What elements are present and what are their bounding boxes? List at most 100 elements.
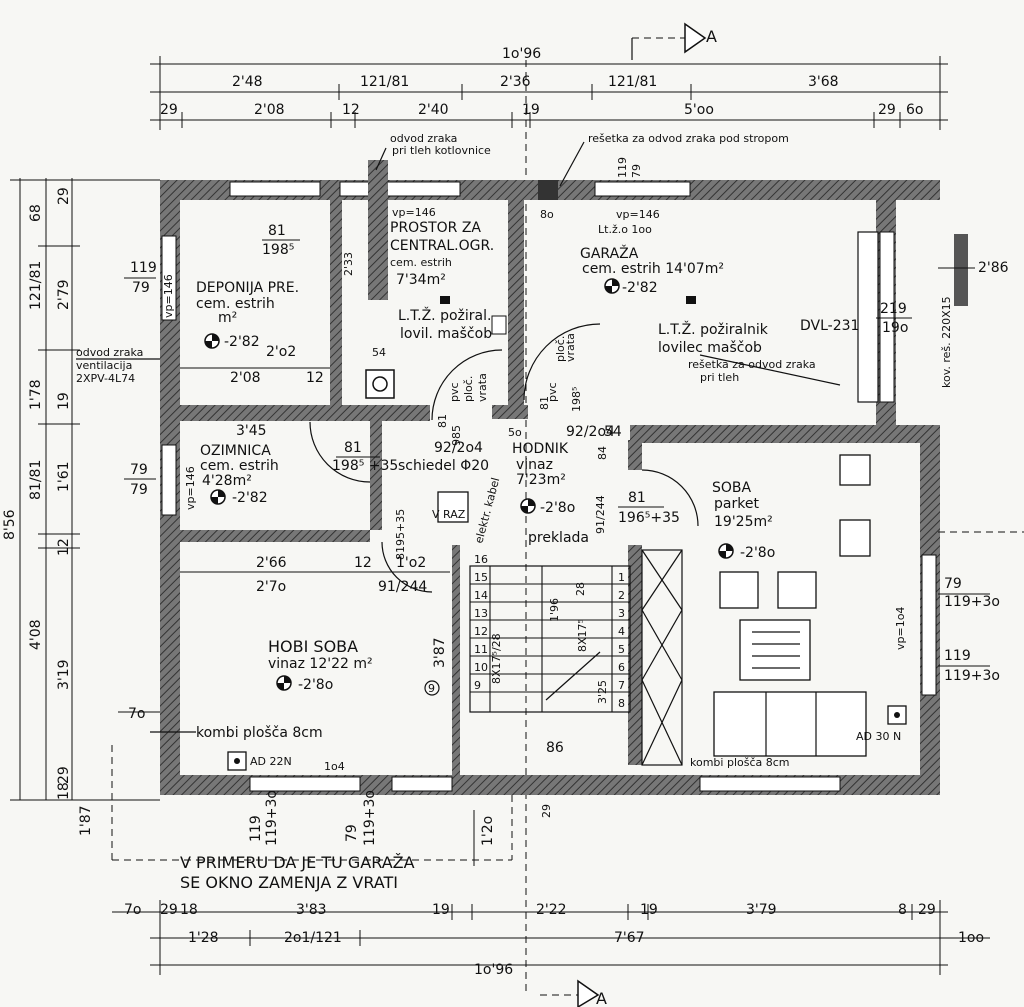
vp: vp=146 [184,466,197,510]
dim-top-1-1: 2'48 [232,74,263,90]
win-h: 79 [130,482,148,498]
dim-84: 84 [596,446,609,460]
stair-spec-4: 1'96 [548,598,561,622]
win-b-4: 119+3o [362,790,378,846]
door1: 92/2o4 [434,440,483,456]
room-name: GARAŽA [580,244,639,262]
step-5: 5 [618,643,625,656]
room-level: -2'82 [622,280,658,296]
ploc-2: ploč. [554,336,567,362]
door4: 196⁵+35 [618,510,680,526]
dim-r-119: 119 [944,648,971,664]
grate-label: rešetka za odvod zraka [688,358,816,371]
dim-79: 79 [630,164,643,178]
dim-left-inner-3: 19 [56,392,72,410]
schiedel: schiedel Φ20 [398,458,489,474]
door2: 92/2o4 [566,424,615,440]
door3: 81 [628,490,646,506]
step-10: 10 [474,661,488,674]
room-area: 7'34m² [396,272,446,288]
stair-spec-6: 3'87 [432,637,448,668]
dim-b1-4: 3'83 [296,902,327,918]
dim-b1-2: 29 [160,902,178,918]
window-h: 79 [132,280,150,296]
v-dim: 91/244 [594,495,607,534]
room-hodnik: HODNIK vinaz 7'23m² -2'8o 92/2o4 92/2o4 … [394,333,699,560]
d985: 985 [450,425,463,446]
step-11: 11 [474,643,488,656]
drain-label-2: lovilec maščob [658,340,762,356]
door-w: 219 [880,301,907,317]
dim-120: 1'2o [480,816,496,846]
dim-b1-7: 19 [640,902,658,918]
room-name: SOBA [712,480,752,496]
room-ozimnica: 3'45 OZIMNICA cem. estrih 4'28m² -2'82 8… [124,421,398,510]
section-label-top: A [706,27,717,46]
boiler [365,369,395,399]
step-6: 6 [618,661,625,674]
room-area: 7'23m² [516,472,566,488]
room-floor: vinaz [516,457,553,473]
dim-50: 5o [508,426,522,439]
dim-left-inner-8: 18 [56,782,72,800]
room-level: -2'8o [740,545,775,561]
top-dimensions: 1o'96 2'48 121/81 2'36 121/81 3'68 29 2'… [150,46,948,130]
room-garaza: GARAŽA cem. estrih 14'07m² -2'82 vp=146 … [523,157,1009,403]
dim-top-overall: 1o'96 [502,46,541,62]
room-floor: vinaz 12'22 m² [268,656,373,672]
section-label-bottom: A [596,989,607,1007]
dim-top-2-7: 29 [878,102,896,118]
door-type: DVL-231 [800,318,859,334]
dim-left-inner-5: 12 [56,538,72,556]
stair-spec-2: 8X17⁵ [576,619,589,652]
step-9: 9 [474,679,481,692]
stair-spec-7: 86 [546,740,564,756]
dim-left-inner-6: 3'19 [56,659,72,690]
kombi: kombi plošča 8cm [196,725,323,741]
dim-left-4: 81/81 [28,460,44,500]
room-floor: cem. estrih [200,458,279,474]
dim-b2-2: 2o1/121 [284,930,342,946]
dim-b2-4: 1oo [958,930,984,946]
resetka: rešetka za odvod zraka pod stropom [588,132,789,145]
dim-left-inner-7: 29 [56,766,72,784]
room-soba: SOBA parket 19'25m² -2'8o AD 30 N kombi … [690,454,1024,769]
d8195: 8195+35 [394,509,407,560]
odvod-vent-2: ventilacija [76,359,132,372]
ltz-label-2: lovil. maščob [400,326,492,342]
width-label-2: 2'08 [230,370,261,386]
win-b-1: 119 [248,815,264,842]
vraz: V RAZ [432,508,466,521]
dim-left-inner-2: 2'79 [56,279,72,310]
room-level: -2'82 [232,490,268,506]
door-width: 81 [268,223,286,239]
room-level: -2'82 [224,334,260,350]
dim-top-2-4: 2'40 [418,102,449,118]
d91: 91/244 [378,579,427,595]
room-name: PROSTOR ZA [390,220,481,236]
ltz-label: L.T.Ž. požiral. [398,306,491,324]
odvod-kot-2: pri tleh kotlovnice [392,144,491,157]
dim-233: 2'33 [342,252,355,276]
step-3: 3 [618,607,625,620]
step-1: 1 [618,571,625,584]
step-12: 12 [474,625,488,638]
dim-b1-1: 7o [124,902,141,918]
dim-top-2-1: 29 [160,102,178,118]
dim-29: 29 [540,804,553,818]
door-h: 198⁵ +35 [332,458,398,474]
dim-b1-8: 3'79 [746,902,777,918]
bottom-dimensions: 1'2o 29 119 119+3o 79 119+3o V PRIMERU D… [111,745,990,978]
room-name-2: CENTRAL.OGR. [390,238,494,254]
ad: AD 30 N [856,730,901,743]
section-marker-bottom: A [540,979,607,1007]
pvc-2: pvc [546,382,559,402]
room-level: -2'8o [298,677,333,693]
step-13: 13 [474,607,488,620]
odvod-vent: odvod zraka [76,346,143,359]
room-floor: cem. estrih 14'07m² [582,261,724,277]
odvod-vent-3: 2XPV-4L74 [76,372,135,385]
marker-9: 9 [428,682,435,695]
room-floor: cem. estrih [196,296,275,312]
grate-label-2: pri tleh [700,371,739,384]
